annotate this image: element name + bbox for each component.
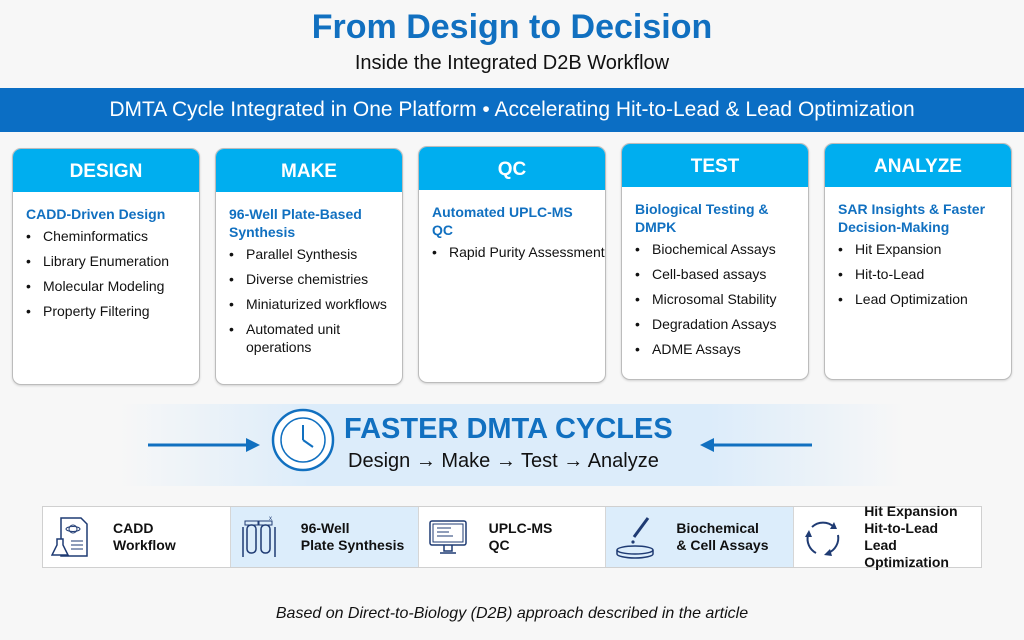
card-subtitle: Biological Testing & DMPK	[635, 201, 769, 235]
page-title: From Design to Decision	[311, 8, 713, 46]
card-design: DESIGN CADD-Driven Design Cheminformatic…	[12, 148, 200, 385]
list-item: Hit-to-Lead	[838, 265, 1011, 283]
list-item: Automated unit operations	[229, 320, 402, 356]
list-item: Biochemical Assays	[635, 240, 808, 258]
page-subtitle: Inside the Integrated D2B Workflow	[354, 52, 670, 74]
card-header: MAKE	[216, 149, 402, 192]
test-tubes-icon: x	[242, 516, 276, 557]
left-arrow-icon	[700, 438, 812, 452]
card-header: TEST	[622, 144, 808, 187]
workflow-row: CADD Workflow x 96-Well Plate Synthesis …	[42, 503, 982, 570]
card-header: DESIGN	[13, 149, 199, 192]
card-analyze: ANALYZE SAR Insights & Faster Decision-M…	[824, 143, 1012, 380]
pipette-dish-icon	[616, 517, 655, 559]
document-atom-flask-icon	[51, 517, 88, 557]
card-subtitle: Automated UPLC-MS QC	[432, 204, 573, 238]
list-item: Rapid Purity Assessment	[432, 243, 605, 261]
clock-icon	[271, 408, 335, 472]
right-arrow-icon	[148, 438, 260, 452]
workflow-label: Hit Expansion Hit-to-Lead Lead Optimizat…	[864, 503, 958, 570]
workflow-label: Biochemical & Cell Assays	[676, 520, 769, 553]
card-header: QC	[419, 147, 605, 190]
list-item: Degradation Assays	[635, 315, 808, 333]
list-item: Diverse chemistries	[229, 270, 402, 288]
card-make: MAKE 96-Well Plate-Based Synthesis Paral…	[215, 148, 403, 385]
list-item: ADME Assays	[635, 340, 808, 358]
list-item: Parallel Synthesis	[229, 245, 402, 263]
list-item: Microsomal Stability	[635, 290, 808, 308]
card-header: ANALYZE	[825, 144, 1011, 187]
list-item: Cell-based assays	[635, 265, 808, 283]
list-item: Lead Optimization	[838, 290, 1011, 308]
card-subtitle: 96-Well Plate-Based Synthesis	[229, 206, 362, 240]
card-qc: QC Automated UPLC-MS QC Rapid Purity Ass…	[418, 146, 606, 383]
list-item: Cheminformatics	[26, 227, 199, 245]
center-heading: FASTER DMTA CYCLES	[344, 413, 673, 445]
cycle-arrows-icon	[805, 521, 840, 556]
workflow-label: CADD Workflow	[113, 520, 176, 553]
workflow-label: UPLC-MS QC	[488, 520, 553, 553]
card-subtitle: SAR Insights & Faster Decision-Making	[838, 201, 986, 235]
card-subtitle: CADD-Driven Design	[26, 206, 166, 222]
workflow-assays: Biochemical & Cell Assays	[606, 507, 795, 567]
svg-text:x: x	[269, 516, 272, 522]
card-test: TEST Biological Testing & DMPK Biochemic…	[621, 143, 809, 380]
list-item: Library Enumeration	[26, 252, 199, 270]
workflow-outcomes: Hit Expansion Hit-to-Lead Lead Optimizat…	[794, 503, 981, 570]
center-flow: Design → Make → Test → Analyze	[348, 450, 659, 472]
workflow-cadd: CADD Workflow	[43, 507, 231, 567]
list-item: Property Filtering	[26, 302, 199, 320]
workflow-label: 96-Well Plate Synthesis	[300, 520, 405, 553]
banner: DMTA Cycle Integrated in One Platform • …	[0, 88, 1024, 132]
monitor-icon	[428, 520, 467, 554]
workflow-uplc: UPLC-MS QC	[419, 507, 607, 567]
footer-note: Based on Direct-to-Biology (D2B) approac…	[275, 605, 749, 622]
workflow-synthesis: x 96-Well Plate Synthesis	[230, 507, 419, 567]
list-item: Molecular Modeling	[26, 277, 199, 295]
list-item: Miniaturized workflows	[229, 295, 402, 313]
list-item: Hit Expansion	[838, 240, 1011, 258]
